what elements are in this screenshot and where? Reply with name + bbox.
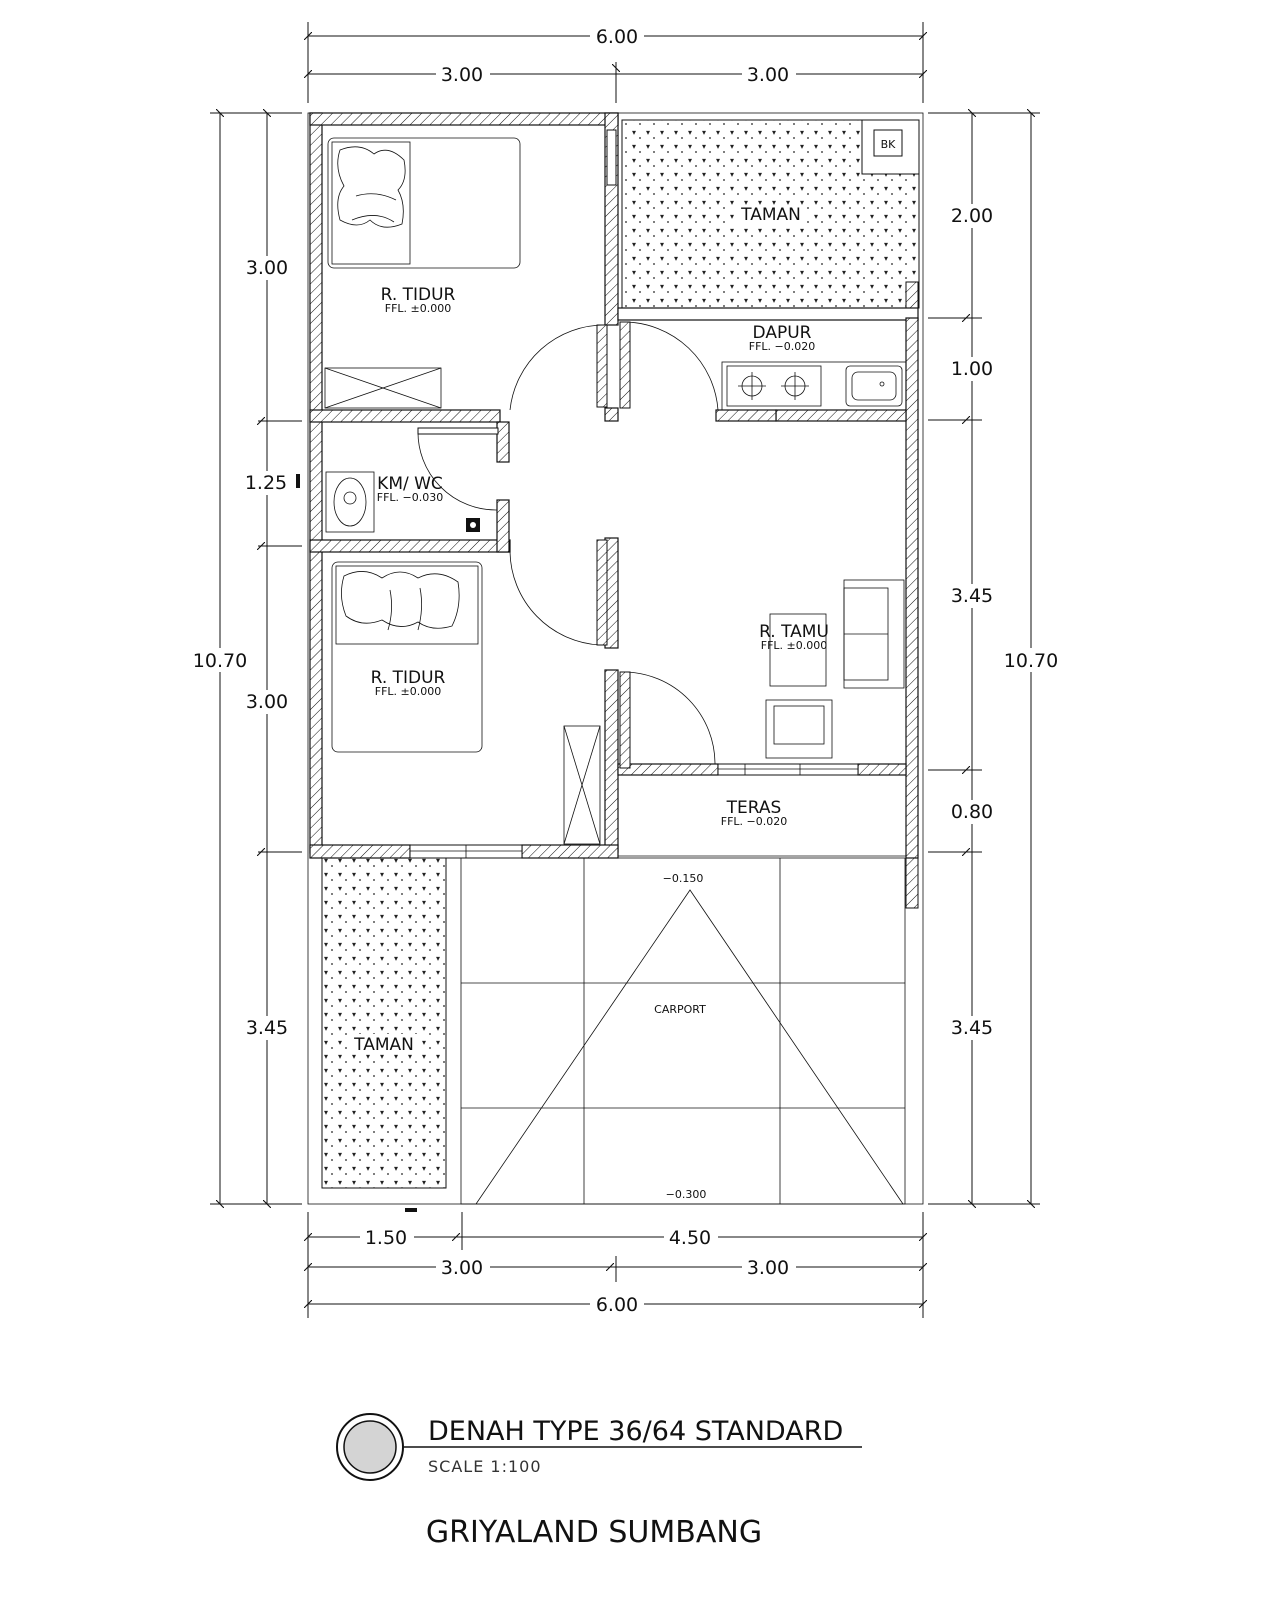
bathroom-ffl: FFL. −0.030 xyxy=(377,491,443,504)
dim-left-4: 3.45 xyxy=(246,1017,288,1039)
doors xyxy=(417,321,719,769)
bedroom-bottom-ffl: FFL. ±0.000 xyxy=(375,685,441,698)
bedroom-top-label: R. TIDUR xyxy=(381,285,456,305)
sofa xyxy=(843,579,905,689)
terrace-label: TERAS xyxy=(726,798,782,818)
carport-level-top: −0.150 xyxy=(663,872,704,885)
bedroom-top-ffl: FFL. ±0.000 xyxy=(385,302,451,315)
bathroom-label: KM/ WC xyxy=(377,474,443,494)
right-dimensions: 2.00 1.00 3.45 0.80 3.45 10.70 xyxy=(928,113,1062,1204)
dim-bottom-b: 4.50 xyxy=(669,1227,711,1249)
bottom-dimensions: 1.50 4.50 3.00 3.00 6.00 xyxy=(308,1208,923,1318)
windows xyxy=(409,129,859,859)
top-dimensions: 6.00 3.00 3.00 xyxy=(308,22,923,103)
armchair xyxy=(765,699,833,759)
dim-left-3: 3.00 xyxy=(246,691,288,713)
drawing-title: DENAH TYPE 36/64 STANDARD xyxy=(428,1416,843,1447)
dim-right-3: 3.45 xyxy=(951,585,993,607)
bedroom-bottom-label: R. TIDUR xyxy=(371,668,446,688)
dim-right-4: 0.80 xyxy=(951,801,993,823)
garden-bottom-area xyxy=(321,857,447,1189)
wardrobe-bottom xyxy=(563,725,601,845)
coffee-table xyxy=(769,613,827,687)
bed-bottom xyxy=(331,561,483,753)
dim-top-right: 3.00 xyxy=(747,64,789,86)
project-name: GRIYALAND SUMBANG xyxy=(426,1515,762,1550)
bk-label: BK xyxy=(881,138,897,151)
dim-right-2: 1.00 xyxy=(951,358,993,380)
garden-bottom-label: TAMAN xyxy=(353,1035,414,1055)
wardrobe-top xyxy=(324,367,442,409)
dim-left-total: 10.70 xyxy=(193,650,247,672)
terrace-ffl: FFL. −0.020 xyxy=(721,815,787,828)
dim-bottom-a: 1.50 xyxy=(365,1227,407,1249)
dim-right-5: 3.45 xyxy=(951,1017,993,1039)
drawing-scale: SCALE 1:100 xyxy=(428,1457,542,1476)
kitchen-counter xyxy=(721,361,907,411)
dim-right-total: 10.70 xyxy=(1004,650,1058,672)
carport-label: CARPORT xyxy=(654,1003,706,1016)
garden-top-label: TAMAN xyxy=(740,205,801,225)
living-label: R. TAMU xyxy=(759,622,829,642)
dim-top-total: 6.00 xyxy=(596,26,638,48)
left-dimensions: 10.70 3.00 1.25 3.00 3.45 xyxy=(190,113,302,1204)
dim-bottom-left: 3.00 xyxy=(441,1257,483,1279)
title-block: DENAH TYPE 36/64 STANDARD SCALE 1:100 xyxy=(336,1413,862,1481)
living-ffl: FFL. ±0.000 xyxy=(761,639,827,652)
dim-left-2: 1.25 xyxy=(245,472,287,494)
carport-level-bottom: −0.300 xyxy=(666,1188,707,1201)
toilet xyxy=(325,471,480,533)
dim-left-1: 3.00 xyxy=(246,257,288,279)
kitchen-ffl: FFL. −0.020 xyxy=(749,340,815,353)
bed-top xyxy=(327,137,521,269)
carport-area: CARPORT −0.150 −0.300 xyxy=(460,857,906,1205)
dim-bottom-total: 6.00 xyxy=(596,1294,638,1316)
dim-bottom-right: 3.00 xyxy=(747,1257,789,1279)
dim-top-left: 3.00 xyxy=(441,64,483,86)
dim-right-1: 2.00 xyxy=(951,205,993,227)
kitchen-label: DAPUR xyxy=(753,323,812,343)
